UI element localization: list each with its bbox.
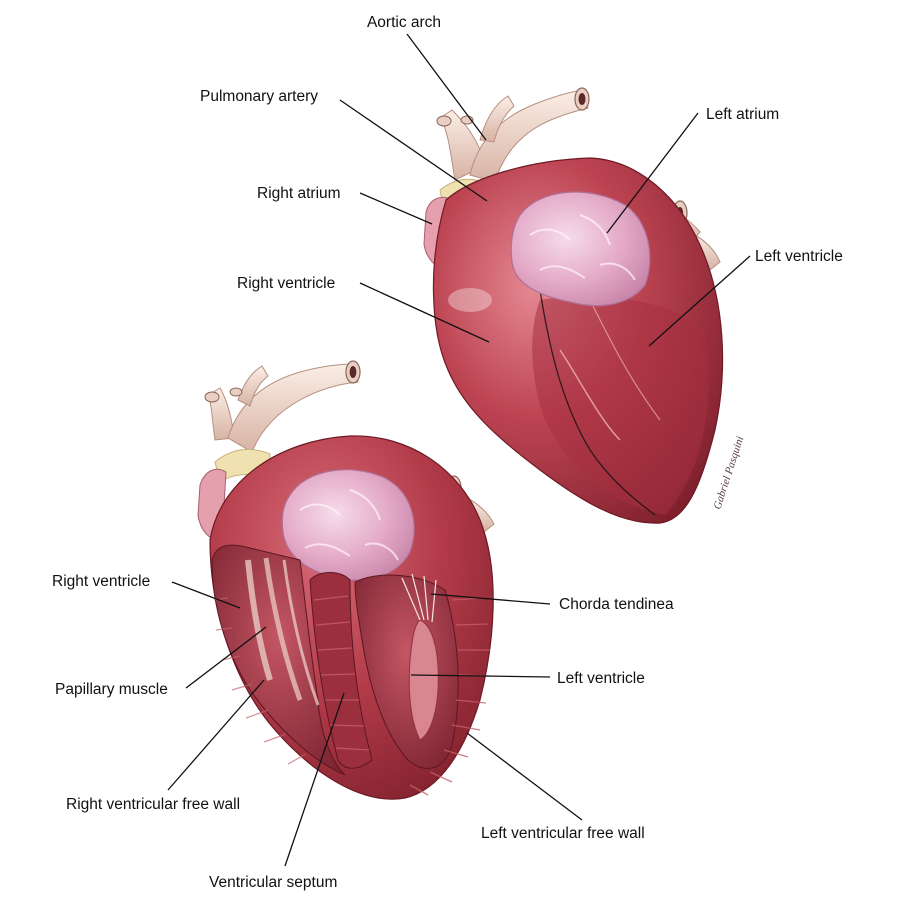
artist-signature: Gabriel Pasquini xyxy=(711,435,746,511)
label-ventricular-septum: Ventricular septum xyxy=(209,874,337,891)
leader-pulmonary-artery xyxy=(339,99,488,202)
label-right-atrium: Right atrium xyxy=(257,185,341,202)
label-aortic-arch: Aortic arch xyxy=(367,14,441,31)
label-right-ventricle-external: Right ventricle xyxy=(237,275,335,292)
leader-ventricular-septum xyxy=(284,692,345,867)
label-chorda-tendinea: Chorda tendinea xyxy=(559,596,674,613)
leader-right-ventricle-section xyxy=(171,581,241,609)
leader-right-atrium xyxy=(359,192,433,225)
labels: Aortic arch Pulmonary artery Left atrium… xyxy=(52,14,843,891)
label-left-ventricular-free-wall: Left ventricular free wall xyxy=(481,825,645,842)
external-heart xyxy=(423,87,724,524)
leader-left-ventricle-section xyxy=(410,674,551,678)
leader-papillary-muscle xyxy=(185,626,267,689)
label-right-ventricle-section: Right ventricle xyxy=(52,573,150,590)
leader-aortic-arch xyxy=(406,33,487,141)
leader-lines xyxy=(167,33,751,867)
leader-chorda-tendinea xyxy=(430,593,551,605)
leader-left-ventricular-free-wall xyxy=(466,732,583,821)
label-pulmonary-artery: Pulmonary artery xyxy=(200,88,318,105)
leader-left-ventricle-external xyxy=(648,255,751,347)
leader-left-atrium xyxy=(606,112,699,234)
leader-right-ventricular-free-wall xyxy=(167,679,265,791)
label-left-ventricle-section: Left ventricle xyxy=(557,670,645,687)
leader-right-ventricle-external xyxy=(359,282,490,343)
label-left-ventricle-external: Left ventricle xyxy=(755,248,843,265)
label-left-atrium: Left atrium xyxy=(706,106,779,123)
sectioned-heart xyxy=(197,360,495,800)
label-right-ventricular-free-wall: Right ventricular free wall xyxy=(66,796,240,813)
label-papillary-muscle: Papillary muscle xyxy=(55,681,168,698)
